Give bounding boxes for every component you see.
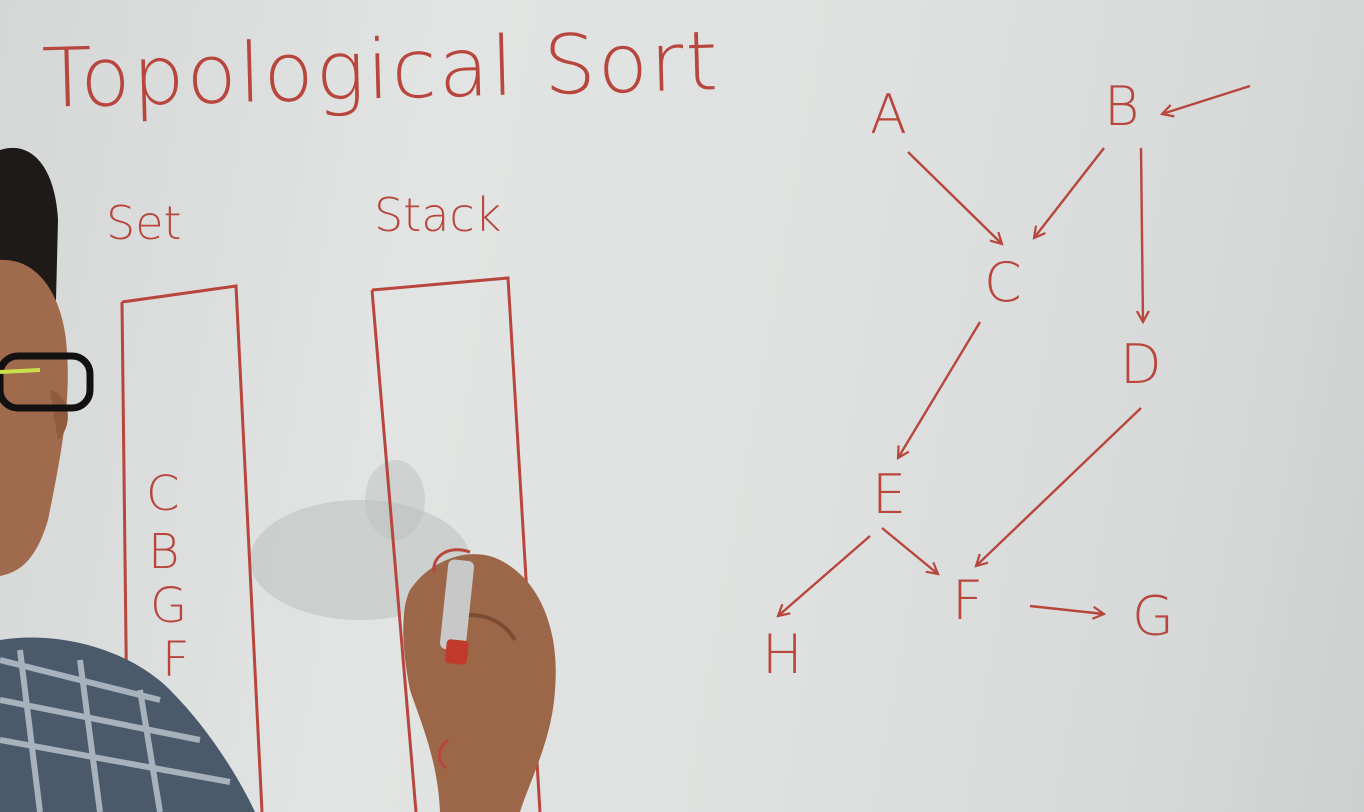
graph-node-d: D — [1120, 333, 1162, 396]
set-item: F — [162, 632, 190, 688]
marker-body — [439, 559, 475, 651]
edge-c-e — [898, 321, 982, 458]
set-item: B — [148, 524, 180, 580]
person-face — [0, 259, 68, 576]
stack-partial-letter — [432, 548, 471, 573]
set-item: G — [150, 578, 188, 634]
edge-f-g — [1029, 604, 1104, 614]
person-ear — [50, 390, 68, 440]
set-label: Set — [106, 196, 182, 250]
graph-node-c: C — [984, 251, 1022, 314]
stack-partial-letter-2 — [438, 738, 449, 770]
graph-edges — [778, 84, 1251, 616]
graph-node-b: B — [1104, 75, 1140, 138]
edge-a-c — [907, 151, 1002, 244]
hand-with-marker — [403, 548, 556, 812]
edge-e-f — [881, 527, 938, 574]
edge-b-d — [1141, 147, 1143, 322]
set-item: C — [146, 466, 180, 522]
edge-into-b — [1162, 84, 1251, 114]
hand-shadow-2 — [365, 460, 425, 540]
stack-label: Stack — [374, 188, 502, 242]
graph-node-e: E — [872, 463, 907, 526]
glasses-arm — [0, 368, 41, 374]
graph-node-a: A — [870, 83, 907, 146]
person — [0, 147, 255, 812]
glasses — [0, 352, 94, 412]
edge-b-c — [1034, 147, 1105, 238]
graph-node-f: F — [952, 569, 984, 632]
hand — [403, 554, 556, 812]
edge-e-h — [778, 535, 871, 616]
shirt-pattern — [0, 649, 231, 812]
graph-node-g: G — [1132, 585, 1174, 648]
marker-cap — [444, 639, 469, 665]
edge-d-f — [976, 407, 1142, 566]
graph-node-h: H — [762, 623, 803, 686]
